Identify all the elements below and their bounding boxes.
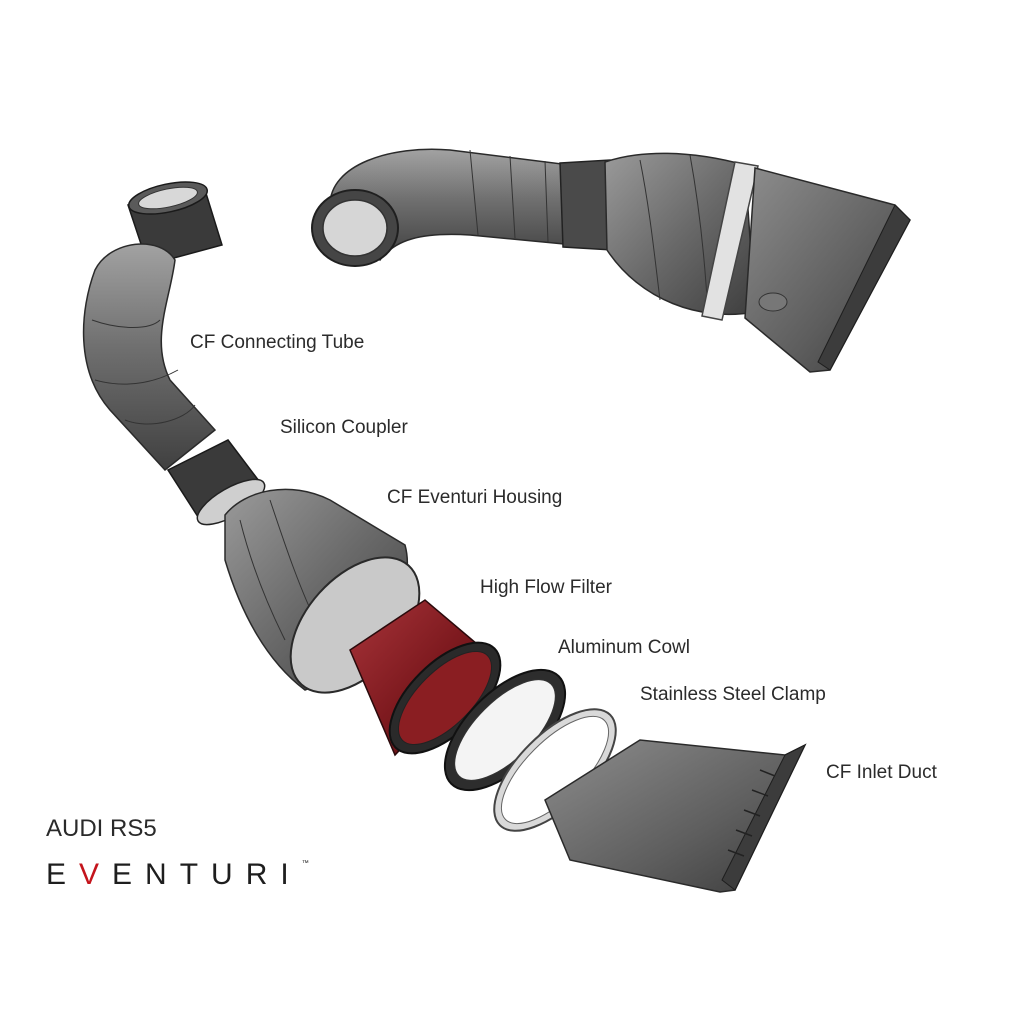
lower-intake-assembly [82, 181, 807, 893]
label-aluminum-cowl: Aluminum Cowl [558, 637, 690, 658]
brand-letter: E [46, 858, 80, 891]
label-silicon-coupler: Silicon Coupler [280, 417, 408, 438]
brand-accent-letter: V [79, 858, 113, 891]
label-high-flow-filter: High Flow Filter [480, 577, 612, 598]
upper-silicon-coupler [559, 159, 613, 251]
label-stainless-steel-clamp: Stainless Steel Clamp [640, 684, 826, 705]
lower-inlet-duct [544, 739, 807, 893]
label-cf-connecting-tube: CF Connecting Tube [190, 332, 365, 353]
high-flow-filter [349, 599, 502, 757]
upper-stainless-clamp [701, 161, 759, 321]
lower-connecting-tube [82, 243, 217, 472]
upper-inlet-duct [744, 167, 911, 373]
eventuri-logo: EVENTURI™ [46, 858, 309, 892]
vehicle-model: AUDI RS5 [46, 815, 157, 842]
brand-rest: ENTURI [112, 858, 302, 891]
label-cf-eventuri-housing: CF Eventuri Housing [387, 487, 563, 508]
upper-intake-assembly [311, 148, 911, 373]
trademark-symbol: ™ [301, 860, 309, 867]
lower-silicon-coupler [166, 439, 266, 526]
label-cf-inlet-duct: CF Inlet Duct [826, 762, 937, 783]
